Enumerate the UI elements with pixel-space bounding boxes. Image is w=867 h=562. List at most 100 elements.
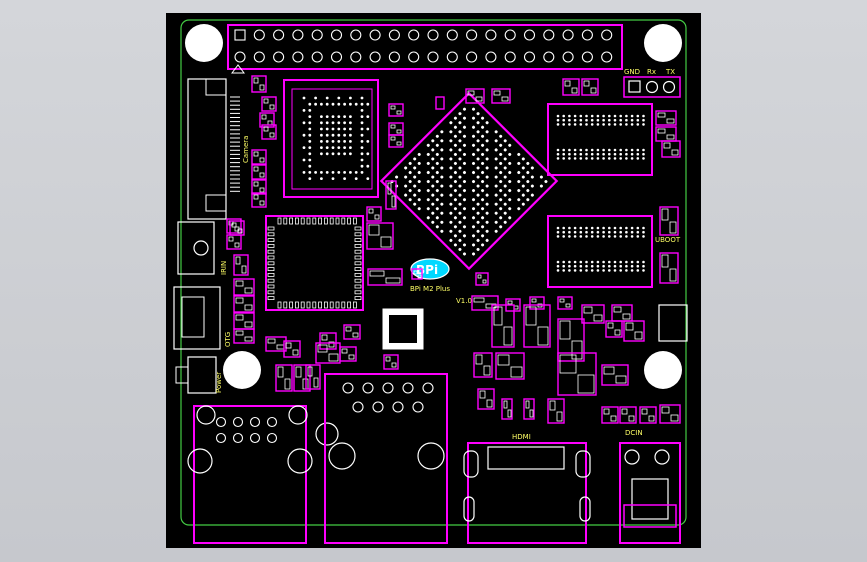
label-power: Power [215, 372, 223, 393]
emmc-ball [308, 133, 312, 137]
board-model-label: BPi M2 Plus [410, 285, 450, 293]
dram-ball [608, 264, 611, 268]
dram-ball [642, 235, 645, 238]
dram-ball [625, 118, 628, 122]
dram-ball [573, 152, 577, 156]
soc-ball [449, 130, 453, 134]
soc-ball [431, 139, 435, 143]
passive-pad [613, 306, 622, 313]
soc-ball [476, 193, 480, 197]
dram-ball [556, 148, 560, 152]
passive-pad [657, 128, 666, 134]
soc-ball [453, 125, 457, 129]
passive-component [465, 88, 485, 104]
usb-pin [249, 432, 261, 444]
dram-ball [625, 269, 628, 272]
wifi-pad [267, 249, 275, 254]
passive-pad [669, 221, 677, 234]
passive-pad [244, 321, 253, 328]
gpio-pin [466, 29, 478, 41]
passive-pad [390, 124, 396, 129]
dram-ball [602, 226, 605, 230]
dram-ball [596, 226, 600, 230]
dram-ball [596, 118, 600, 122]
emmc-ball [337, 121, 341, 125]
soc-ball [481, 207, 485, 211]
dram-ball [613, 152, 617, 156]
soc-ball [404, 166, 408, 170]
soc-ball [458, 139, 462, 143]
passive-component [581, 78, 599, 96]
dram-ball [625, 123, 628, 126]
usb1-shield-hole-4 [287, 448, 313, 474]
emmc-ball [337, 127, 341, 131]
soc-ball [453, 180, 457, 184]
dram-ball [573, 123, 577, 126]
soc-ball [462, 116, 466, 120]
soc-ball [530, 193, 534, 197]
ethernet-pin [372, 401, 384, 413]
mounting-hole-top-right [644, 24, 682, 62]
dram-ball [608, 226, 611, 230]
passive-pad [559, 320, 571, 340]
passive-pad [269, 104, 275, 110]
passive-pad [607, 322, 614, 329]
dram-ball [579, 123, 583, 126]
soc-ball [435, 152, 439, 156]
usb-pin [266, 432, 278, 444]
soc-ball [494, 166, 498, 170]
passive-pad [235, 314, 244, 321]
soc-ball [503, 211, 507, 215]
emmc-ball [325, 152, 329, 156]
soc-ball [440, 130, 444, 134]
emmc-ball [325, 133, 329, 137]
soc-ball [472, 243, 476, 247]
passive-component [367, 268, 403, 286]
passive-pad [261, 114, 267, 120]
emmc-ball [325, 146, 329, 150]
dram-balls-1 [556, 114, 645, 160]
emmc-ball [308, 164, 312, 168]
passive-component [261, 96, 277, 112]
wifi-pad [289, 301, 293, 309]
wifi-pad [329, 301, 334, 309]
dram-ball [585, 148, 588, 152]
passive-component [385, 180, 397, 210]
soc-ball [458, 157, 462, 161]
emmc-ball [331, 127, 335, 131]
dram-ball [585, 264, 588, 268]
dram-ball [590, 235, 594, 238]
soc-ball [440, 166, 444, 170]
emmc-ball [325, 171, 329, 174]
soc-ball [481, 243, 485, 247]
gpio-pin [601, 51, 613, 63]
passive-component [601, 364, 629, 386]
passive-pad [671, 149, 679, 156]
passive-pad [253, 194, 259, 200]
emmc-ball [343, 121, 346, 125]
dram-ball [636, 114, 640, 118]
soc-ball [476, 175, 480, 179]
ethernet-pin [402, 382, 414, 394]
soc-ball [435, 161, 439, 165]
dram-ball [556, 123, 560, 126]
soc-ball [544, 180, 548, 184]
dram-ball [568, 118, 571, 122]
label-dcin: DCIN [625, 429, 643, 437]
passive-pad [259, 187, 265, 193]
gpio-pin [350, 51, 362, 63]
hdmi-connector [467, 442, 587, 544]
dram-ball [642, 118, 645, 122]
gpio-pin [523, 29, 536, 41]
emmc-ball [308, 127, 312, 131]
dram-ball [602, 157, 605, 160]
soc-ball [485, 175, 489, 179]
soc-chip [379, 91, 559, 271]
soc-ball [476, 148, 480, 152]
dram-ball [630, 114, 634, 118]
gpio-pins [234, 29, 613, 63]
wifi-pad [341, 301, 346, 309]
soc-ball [458, 130, 462, 134]
emmc-ball [325, 115, 329, 118]
